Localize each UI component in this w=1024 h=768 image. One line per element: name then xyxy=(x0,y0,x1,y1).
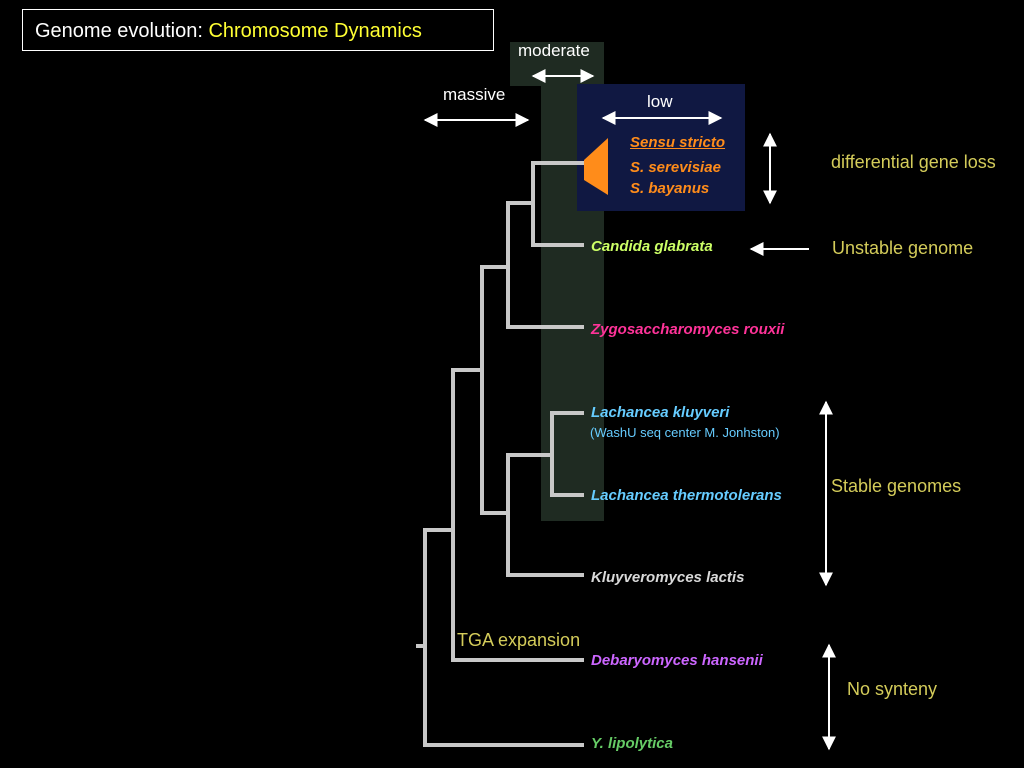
tree-lachancea-split xyxy=(550,411,584,497)
tree-root-split xyxy=(423,528,584,747)
label-low: low xyxy=(647,92,673,111)
species-kluyveromyces-lactis: Kluyveromyces lactis xyxy=(591,569,745,586)
species-zygosaccharomyces-rouxii: Zygosaccharomyces rouxii xyxy=(591,321,785,338)
species-y-lipolytica: Y. lipolytica xyxy=(591,735,673,752)
label-massive: massive xyxy=(443,85,506,104)
species-s-bayanus: S. bayanus xyxy=(630,180,710,197)
title-prefix: Genome evolution: xyxy=(35,20,209,42)
tree-candida-split xyxy=(531,161,584,247)
page-title: Genome evolution: Chromosome Dynamics xyxy=(35,20,422,43)
tree-zygo-split xyxy=(506,201,584,329)
species-candida-glabrata: Candida glabrata xyxy=(591,238,713,255)
species-lachancea-kluyveri: Lachancea kluyveri xyxy=(591,404,730,421)
annotation-unstable-genome: Unstable genome xyxy=(832,238,974,258)
annotation-stable-genomes: Stable genomes xyxy=(831,476,962,496)
species-s-serevisiae: S. serevisiae xyxy=(630,159,721,176)
label-moderate: moderate xyxy=(518,41,590,60)
species-sensu-stricto: Sensu stricto xyxy=(630,134,726,151)
annotation-differential-gene-loss: differential gene loss xyxy=(831,152,996,172)
tree-debaryo-split xyxy=(451,368,584,662)
species-lachancea-thermotolerans: Lachancea thermotolerans xyxy=(591,487,782,504)
lachancea-kluyveri-source-note: (WashU seq center M. Jonhston) xyxy=(590,425,780,440)
title-box: Genome evolution: Chromosome Dynamics xyxy=(22,9,494,51)
phylogenetic-tree xyxy=(416,161,584,747)
tree-klactis-split xyxy=(506,453,584,577)
title-highlight: Chromosome Dynamics xyxy=(208,20,422,42)
sensu-stricto-clade-wedge xyxy=(584,138,608,195)
annotation-tga-expansion: TGA expansion xyxy=(457,630,581,650)
species-debaryomyces-hansenii: Debaryomyces hansenii xyxy=(591,652,763,669)
annotation-no-synteny: No synteny xyxy=(847,679,938,699)
